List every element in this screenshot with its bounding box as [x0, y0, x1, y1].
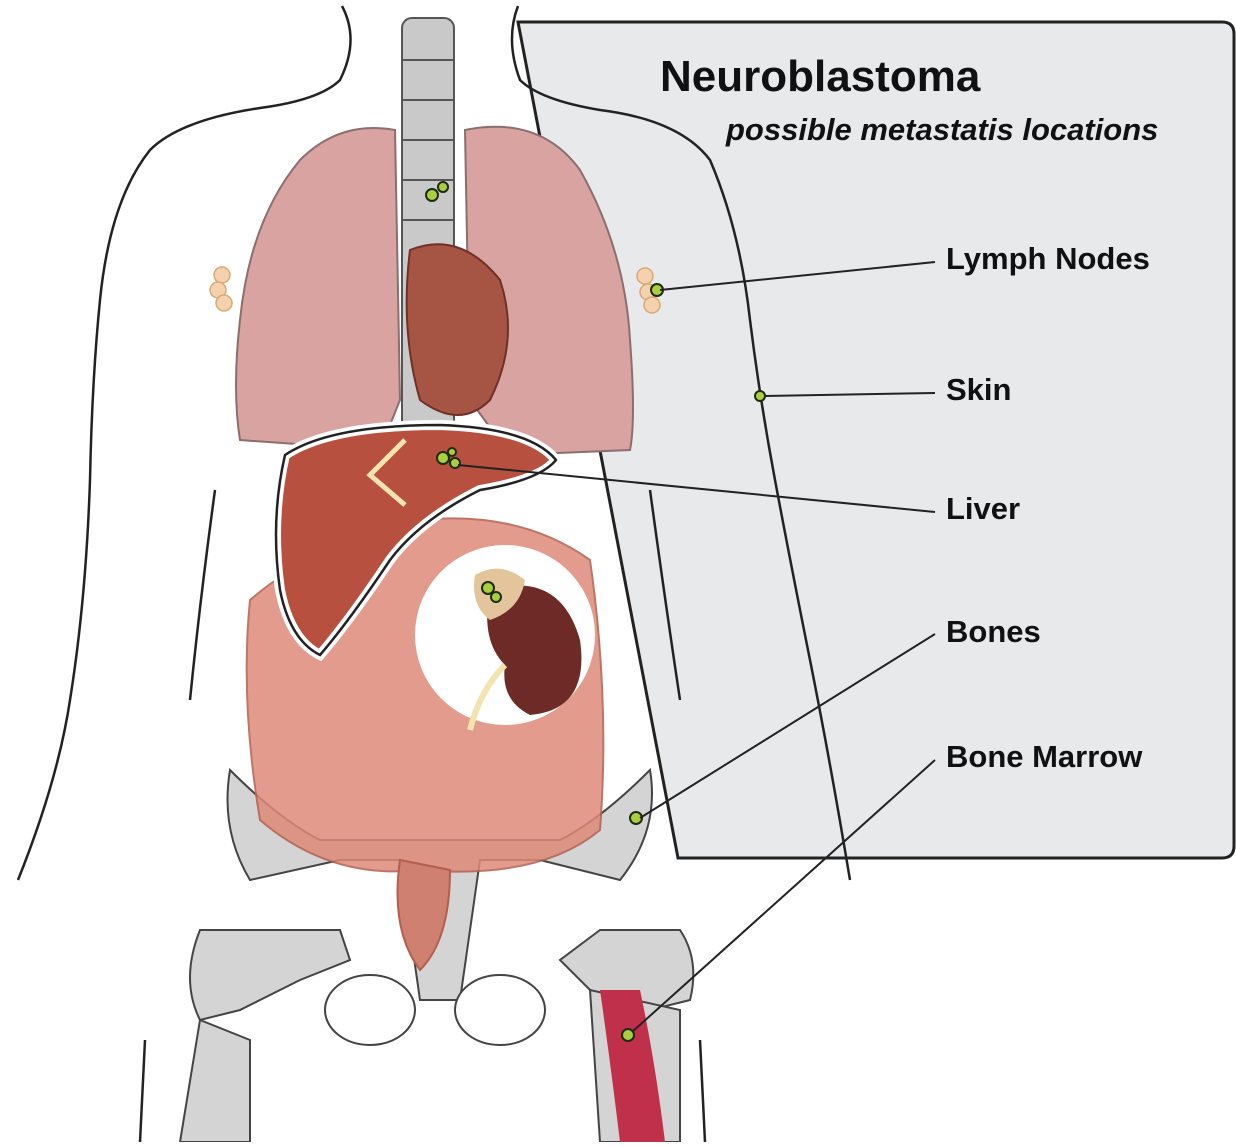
- label-bone-marrow: Bone Marrow: [946, 739, 1142, 775]
- page-title: Neuroblastoma: [660, 52, 980, 102]
- page-subtitle: possible metastatis locations: [726, 112, 1158, 148]
- label-bones: Bones: [946, 614, 1041, 650]
- label-lymph-nodes: Lymph Nodes: [946, 241, 1150, 277]
- label-skin: Skin: [946, 372, 1011, 408]
- label-liver: Liver: [946, 491, 1020, 527]
